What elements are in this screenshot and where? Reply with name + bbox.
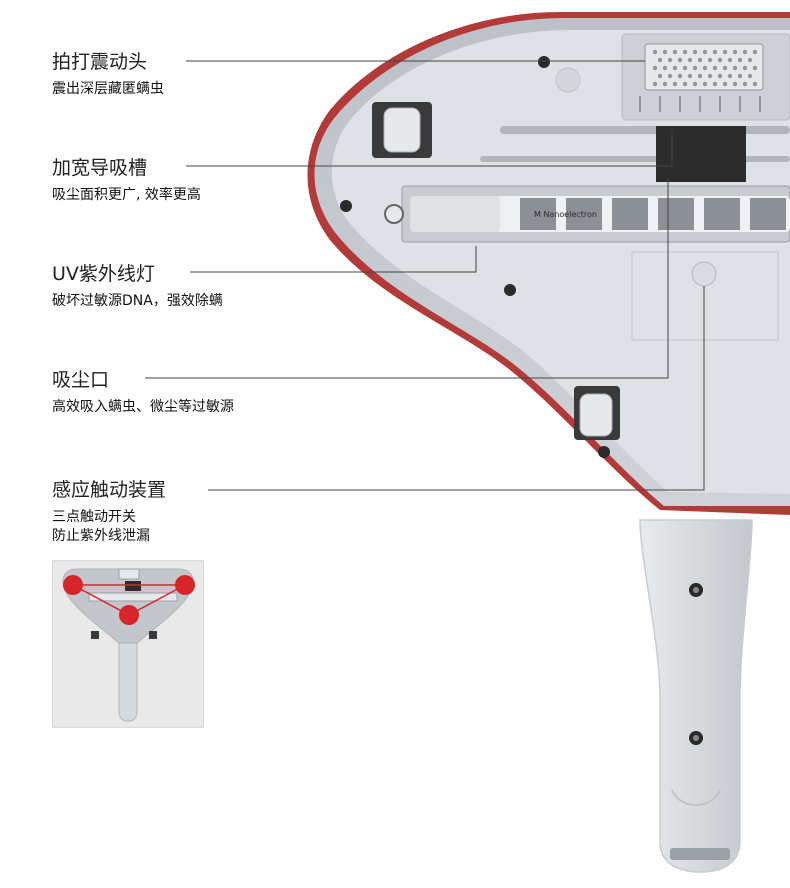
- sensor-points-thumbnail: [52, 560, 204, 728]
- right-wheel: [579, 393, 613, 437]
- feature-uv-lamp: UV紫外线灯 破坏过敏源DNA，强效除螨: [52, 262, 223, 311]
- sensor-point-right: [175, 575, 195, 595]
- sensor-panel: [631, 251, 779, 341]
- handle: [639, 519, 753, 873]
- feature-touch-sensor: 感应触动装置 三点触动开关 防止紫外线泄漏: [52, 478, 166, 546]
- sensor-button: [691, 261, 717, 287]
- feature-desc: 震出深层藏匿螨虫: [52, 81, 164, 97]
- sensor-point-left: [63, 575, 83, 595]
- feature-dust-inlet: 吸尘口 高效吸入螨虫、微尘等过敏源: [52, 368, 234, 417]
- feature-title: 吸尘口: [52, 369, 110, 391]
- feature-wide-suction-slot: 加宽导吸槽 吸尘面积更广, 效率更高: [52, 156, 201, 205]
- feature-beating-head: 拍打震动头 震出深层藏匿螨虫: [52, 50, 164, 99]
- sensor-point-center: [119, 605, 139, 625]
- thumbnail-device-icon: [62, 568, 195, 722]
- feature-title: 感应触动装置: [52, 479, 167, 501]
- feature-desc: 三点触动开关 防止紫外线泄漏: [52, 509, 150, 544]
- feature-title: 拍打震动头: [52, 51, 148, 73]
- top-knob: [555, 67, 581, 93]
- handle-end-slot: [670, 848, 730, 860]
- top-screw: [538, 56, 550, 68]
- suction-slot-1: [500, 126, 790, 134]
- sensor-triangle: [72, 584, 186, 616]
- uv-lamp-brand-text: M Nanoelectron: [534, 210, 597, 219]
- feature-desc: 吸尘面积更广, 效率更高: [52, 187, 201, 203]
- feature-desc: 高效吸入螨虫、微尘等过敏源: [52, 399, 234, 415]
- uv-lamp-cap: [384, 204, 404, 224]
- feature-title: UV紫外线灯: [52, 263, 155, 285]
- dust-inlet: [656, 126, 746, 182]
- feature-desc: 破坏过敏源DNA，强效除螨: [52, 293, 223, 309]
- left-wheel: [383, 107, 421, 153]
- feature-title: 加宽导吸槽: [52, 157, 148, 179]
- leader-lines: [145, 60, 705, 491]
